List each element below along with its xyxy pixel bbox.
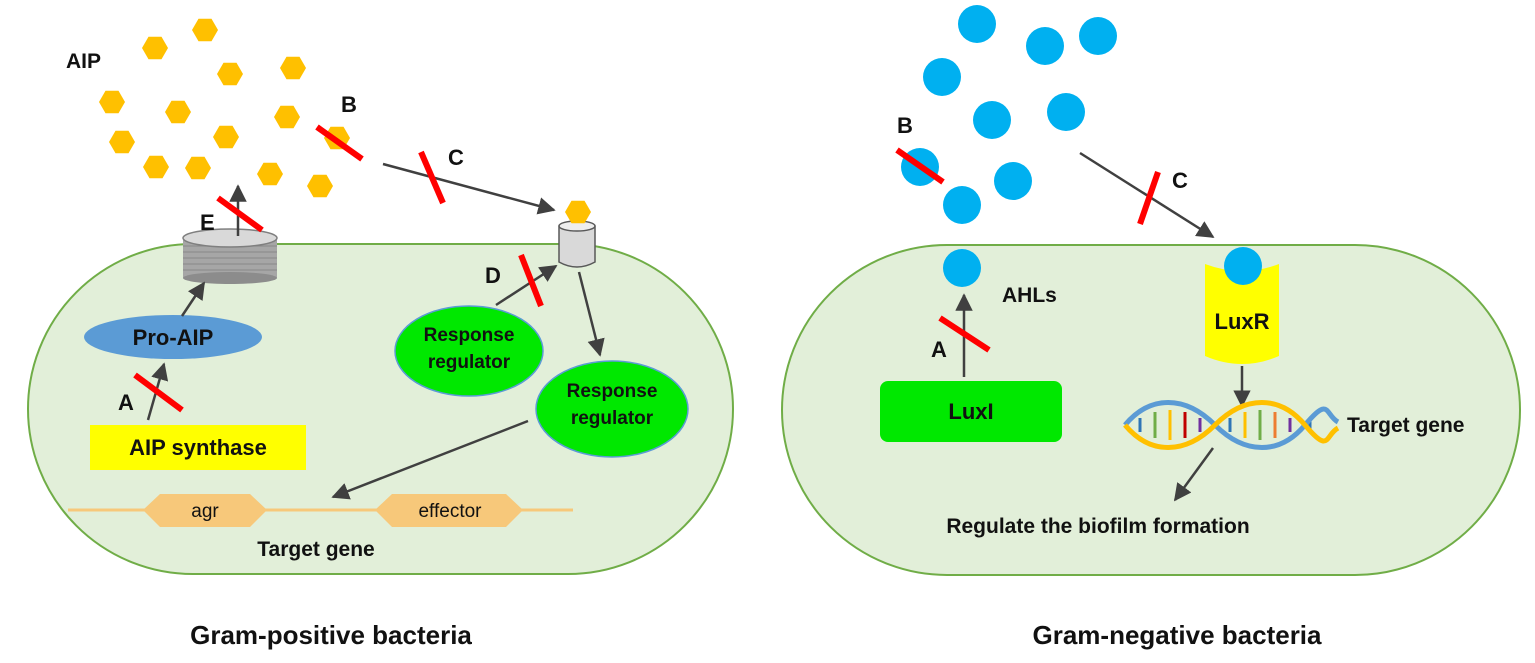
gram-positive-caption: Gram-positive bacteria	[190, 620, 472, 650]
regulate-biofilm-label: Regulate the biofilm formation	[946, 515, 1249, 538]
aip-hexagon	[143, 155, 169, 179]
ahl-circle	[958, 5, 996, 43]
inhibit-mark-c	[418, 150, 446, 205]
ahl-circle	[923, 58, 961, 96]
response-regulator-2	[535, 360, 689, 458]
inhibit-mark-d	[518, 253, 544, 308]
gram-positive-panel: AIP E Pro-AIP AIP synthase A B	[27, 18, 734, 650]
aip-molecules	[99, 18, 350, 198]
ahl-circle	[1079, 17, 1117, 55]
aip-hexagon	[99, 90, 125, 114]
letter-d: D	[485, 263, 501, 288]
aip-hexagon	[213, 125, 239, 149]
aip-synthase-label: AIP synthase	[129, 435, 267, 460]
neg-inhibit-mark-b	[895, 147, 945, 185]
dna-helix-icon	[1123, 400, 1340, 450]
pro-aip-arrow	[180, 281, 206, 317]
gram-negative-caption: Gram-negative bacteria	[1032, 620, 1322, 650]
bound-aip-hexagon	[565, 200, 591, 224]
aip-hexagon	[307, 174, 333, 198]
gram-negative-cell	[781, 244, 1521, 576]
inhibit-mark-a	[133, 372, 184, 413]
inhibit-mark-e	[216, 195, 264, 233]
aip-hexagon	[274, 105, 300, 129]
ahl-circle	[1047, 93, 1085, 131]
ahl-circle	[994, 162, 1032, 200]
letter-a: A	[118, 390, 134, 415]
response-regulator-2-line1: Response	[567, 381, 658, 402]
aip-hexagon	[185, 156, 211, 180]
luxi-label: LuxI	[948, 399, 993, 424]
target-gene-bar	[68, 494, 573, 527]
aip-hexagon	[280, 56, 306, 80]
letter-b: B	[341, 92, 357, 117]
response-regulator-1-line1: Response	[424, 325, 515, 346]
aip-to-receptor-arrow	[382, 162, 556, 215]
ahl-circle	[973, 101, 1011, 139]
aip-synthase-box	[90, 425, 306, 470]
pro-aip-label: Pro-AIP	[133, 325, 214, 350]
aip-transporter	[182, 228, 278, 284]
gram-negative-target-gene-label: Target gene	[1347, 414, 1464, 437]
neg-letter-b: B	[897, 113, 913, 138]
luxr-bound-ahl	[1224, 247, 1262, 285]
response-regulator-1	[394, 305, 544, 397]
inhibit-mark-b	[315, 124, 364, 162]
regulator-to-receptor-arrow	[495, 264, 558, 307]
gene-agr-label: agr	[191, 501, 219, 522]
ahl-circle	[943, 186, 981, 224]
receptor-to-regulator-arrow	[577, 271, 605, 357]
neg-letter-c: C	[1172, 168, 1188, 193]
regulator-to-gene-arrow	[331, 419, 529, 500]
luxr-label: LuxR	[1215, 309, 1270, 334]
aip-hexagon	[142, 36, 168, 60]
gram-negative-panel: B C AHLs LuxI A LuxR	[781, 5, 1521, 650]
aip-receptor	[558, 200, 596, 268]
gram-positive-target-gene-label: Target gene	[257, 538, 374, 561]
aip-hexagon	[109, 130, 135, 154]
aip-hexagon	[192, 18, 218, 42]
response-regulator-2-line2: regulator	[571, 408, 654, 429]
neg-letter-a: A	[931, 337, 947, 362]
gene-effector-label: effector	[418, 501, 482, 522]
aip-hexagon	[165, 100, 191, 124]
letter-e: E	[200, 210, 215, 235]
luxr-receptor	[1205, 264, 1279, 364]
neg-inhibit-mark-a	[938, 315, 991, 353]
ahl-circle-bound	[943, 249, 981, 287]
luxi-box	[880, 381, 1062, 442]
pro-aip-ellipse	[84, 315, 262, 359]
aip-label: AIP	[66, 50, 101, 73]
ahl-circle	[1026, 27, 1064, 65]
aip-hexagon	[257, 162, 283, 186]
response-regulator-1-line2: regulator	[428, 352, 511, 373]
ahl-to-luxr-arrow	[1079, 151, 1215, 239]
gene-to-regulation-arrow	[1173, 447, 1215, 502]
neg-inhibit-mark-c	[1137, 171, 1161, 225]
ahls-label: AHLs	[1002, 284, 1057, 307]
letter-c: C	[448, 145, 464, 170]
aip-hexagon	[217, 62, 243, 86]
ahl-molecules	[901, 5, 1117, 287]
